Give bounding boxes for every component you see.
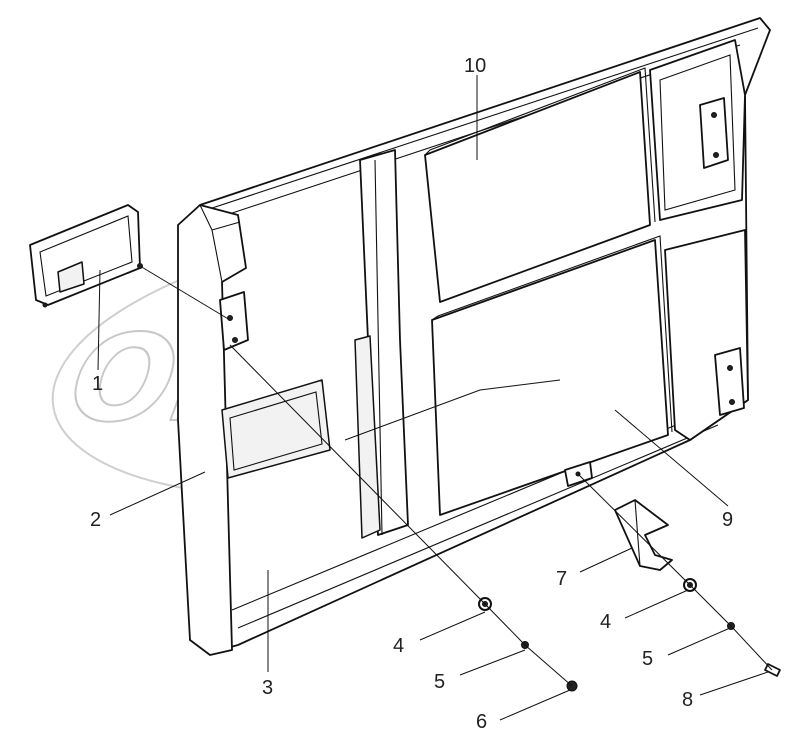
callout-2: 2 [90, 509, 101, 531]
axis-lines [139, 265, 773, 687]
latch-housing [29, 204, 143, 308]
callout-7: 7 [556, 568, 567, 590]
right-frame [649, 39, 746, 221]
screw-right [764, 663, 781, 677]
window-inner [229, 391, 323, 471]
bracket-left [219, 291, 249, 351]
right-frame-inner [659, 54, 736, 211]
window-opening [221, 379, 331, 479]
clip-bracket [614, 499, 673, 571]
hinge-upper [699, 97, 729, 169]
callout-5-right: 5 [642, 648, 653, 670]
callout-9: 9 [722, 509, 733, 531]
panel-assembly [177, 17, 771, 656]
callout-3: 3 [262, 677, 273, 699]
left-post-inner [199, 204, 241, 283]
callout-1: 1 [92, 373, 103, 395]
pad-upper-edge [424, 67, 656, 223]
leader-lines [97, 75, 769, 721]
callout-5-left: 5 [434, 671, 445, 693]
pad-upper [424, 71, 651, 303]
callout-4-left: 4 [393, 635, 404, 657]
callout-4-right: 4 [600, 611, 611, 633]
pad-lower [431, 239, 669, 516]
callout-8: 8 [682, 689, 693, 711]
rib-left-lower [354, 335, 381, 539]
hinge-lower [714, 347, 745, 416]
pad-lower-edge [431, 235, 673, 433]
callouts: 1 2 3 4 4 5 5 6 7 8 9 10 [90, 55, 733, 733]
rib-center-line [374, 159, 383, 536]
callout-10: 10 [464, 55, 486, 77]
callout-6: 6 [476, 711, 487, 733]
